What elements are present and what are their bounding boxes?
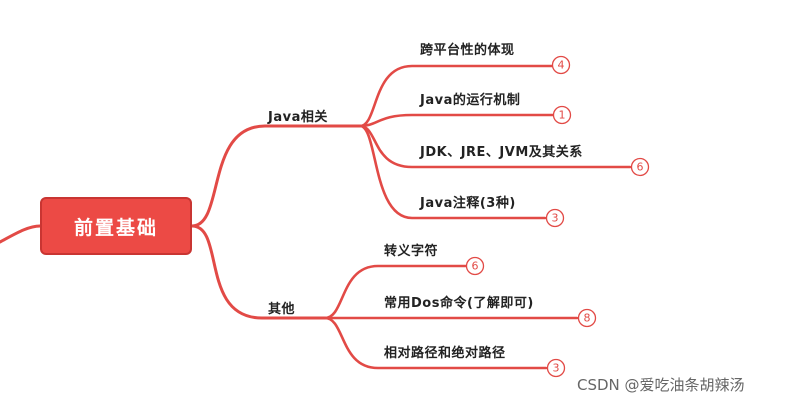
badge-b2-c1	[465, 256, 485, 276]
connector-root-branch2	[190, 224, 327, 320]
node-b2-c1[interactable]: 转义字符	[384, 244, 439, 259]
node-b1-c1[interactable]: 跨平台性的体现	[420, 43, 515, 58]
badge-b1-c4	[545, 208, 565, 228]
node-b1-c3[interactable]: JDK、JRE、JVM及其关系	[420, 145, 583, 160]
node-b1-c2[interactable]: Java的运行机制	[420, 93, 521, 108]
node-b2-c2[interactable]: 常用Dos命令(了解即可)	[384, 296, 534, 311]
badge-text-b2-c3: 3	[553, 362, 560, 375]
badge-text-b2-c1: 6	[472, 260, 479, 273]
connector-b1-c1	[358, 64, 555, 128]
badge-b1-c1	[551, 55, 571, 75]
badge-text-b1-c3: 6	[637, 161, 644, 174]
badge-b2-c2	[577, 308, 597, 328]
node-b1-c4[interactable]: Java注释(3种)	[420, 196, 516, 211]
connector-b2-c1	[323, 264, 468, 320]
connector-b1-c4	[358, 124, 547, 220]
node-b2-c3[interactable]: 相对路径和绝对路径	[384, 346, 506, 361]
badge-b1-c3	[630, 157, 650, 177]
connector-b1-c2	[358, 113, 555, 128]
branch-java[interactable]: Java相关	[268, 110, 328, 125]
branch-other[interactable]: 其他	[268, 302, 296, 317]
badge-text-b1-c4: 3	[552, 212, 559, 225]
badge-text-b1-c1: 4	[558, 59, 565, 72]
connector-b2-c3	[323, 316, 548, 370]
badge-text-b1-c2: 1	[559, 109, 566, 122]
root-node-label: 前置基础	[73, 216, 158, 239]
badge-b1-c2	[552, 105, 572, 125]
connector-root-branch1	[190, 124, 362, 228]
root-node[interactable]: 前置基础	[40, 197, 192, 255]
badge-text-b2-c2: 8	[584, 312, 591, 325]
watermark: CSDN @爱吃油条胡辣汤	[577, 376, 745, 394]
badge-b2-c3	[546, 358, 566, 378]
connector-incoming	[0, 224, 42, 244]
